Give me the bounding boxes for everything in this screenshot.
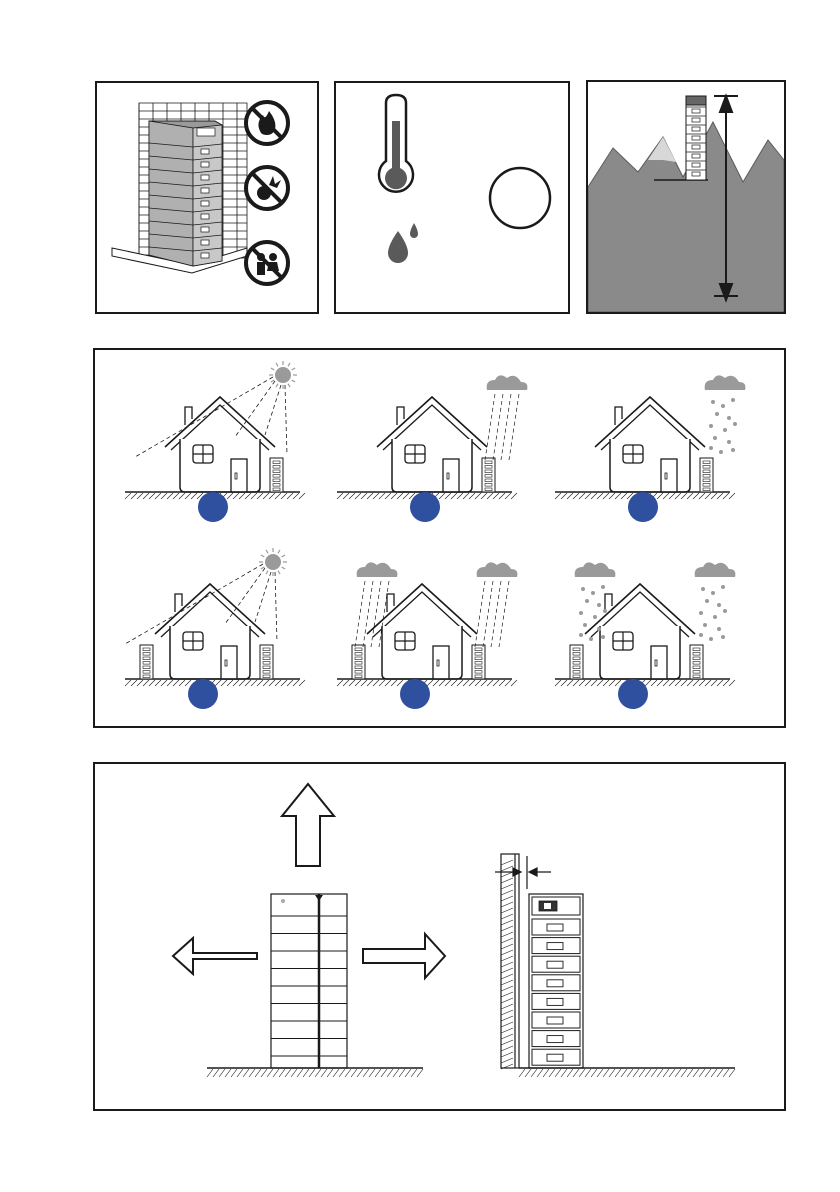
weather-scene-6 <box>555 562 735 709</box>
battery-stack-side <box>529 894 583 1068</box>
scene-badge <box>618 679 648 709</box>
ground-left <box>207 1068 423 1077</box>
weather-scene-4 <box>125 548 305 709</box>
panel-weather-placement <box>93 348 786 728</box>
empty-circle <box>490 168 550 228</box>
no-children-icon <box>246 242 288 284</box>
scene-badge <box>188 679 218 709</box>
battery-stack-icon <box>686 96 706 180</box>
up-arrow-icon <box>282 784 334 866</box>
panel-temperature-humidity <box>334 81 570 314</box>
scene-badge <box>628 492 658 522</box>
weather-scene-1 <box>125 361 305 522</box>
weather-scene-3 <box>555 375 745 522</box>
thermometer-icon <box>379 95 413 192</box>
scene-badge <box>198 492 228 522</box>
battery-tower <box>149 121 222 266</box>
weather-scene-5 <box>337 562 517 709</box>
no-fire-icon <box>246 102 288 144</box>
humidity-drops-icon <box>388 223 418 263</box>
scene-badge <box>400 679 430 709</box>
wall-side-view <box>501 854 519 1069</box>
left-arrow-icon <box>173 938 257 974</box>
scene-badge <box>410 492 440 522</box>
no-explosion-icon <box>246 167 288 209</box>
panel-installation-clearance <box>93 762 786 1111</box>
panel-altitude-limit <box>586 80 786 314</box>
panel-prohibited-environment <box>95 81 319 314</box>
right-arrow-icon <box>363 934 445 978</box>
battery-stack-front <box>271 894 347 1068</box>
ground-right <box>519 1068 735 1077</box>
weather-scene-2 <box>337 375 527 522</box>
